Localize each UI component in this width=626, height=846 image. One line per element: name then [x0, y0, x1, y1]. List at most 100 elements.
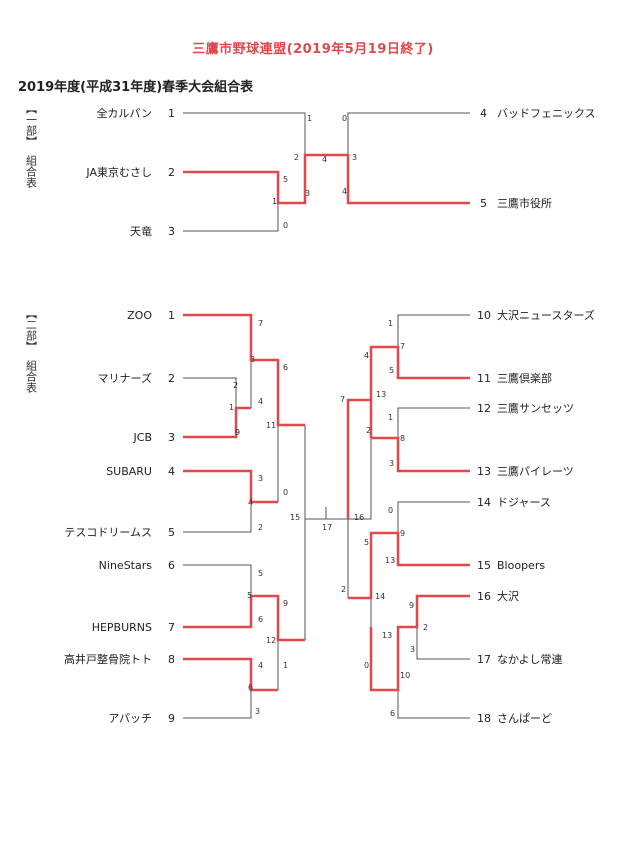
team-name: 大沢ニュースターズ [497, 308, 595, 322]
win-path-right [326, 153, 470, 205]
team-seed: 18 [477, 712, 491, 725]
team-seed: 10 [477, 309, 491, 322]
line-team-apache [183, 690, 252, 719]
team-seed: 16 [477, 590, 491, 603]
team-seed: 2 [168, 372, 175, 385]
line-team-ninestars [183, 564, 252, 596]
score-label: 7 [400, 342, 405, 351]
team-name: SUBARU [106, 465, 152, 478]
score-label: 1 [388, 319, 393, 328]
team-seed: 5 [480, 197, 487, 210]
score-label: 4 [322, 155, 327, 164]
division2-label: 【二部】 組合表 [22, 308, 40, 393]
win-path-takaido [183, 657, 278, 692]
team-seed: 15 [477, 559, 491, 572]
score-label: 13 [376, 390, 386, 399]
team-name: ドジャース [497, 496, 551, 509]
line-team-dodgers [397, 501, 470, 533]
division1-bracket-label: 【一部】 [24, 103, 38, 147]
team-name: バッドフェニックス [497, 107, 596, 120]
division1-group-label: 組合表 [24, 155, 38, 188]
score-label: 11 [266, 421, 276, 430]
score-label: 3 [255, 707, 260, 716]
team-name: 全カルパン [96, 106, 152, 120]
team-seed: 13 [477, 465, 491, 478]
bracket-win-lines [183, 153, 470, 692]
score-label: 4 [258, 661, 263, 670]
win-path-mitaka-club [369, 345, 470, 438]
team-seed: 4 [168, 465, 175, 478]
bracket-lines [183, 112, 470, 719]
division2-group-label: 組合表 [24, 360, 38, 393]
team-seed: 17 [477, 653, 491, 666]
line-team3 [183, 203, 279, 232]
line-team1 [183, 112, 306, 155]
page-title: 三鷹市野球連盟(2019年5月19日終了) [192, 42, 434, 57]
line-team4 [347, 112, 470, 155]
score-label: 0 [364, 661, 369, 670]
score-label: 4 [364, 351, 369, 360]
score-label: 2 [366, 426, 371, 435]
score-label: 2 [258, 523, 263, 532]
score-label: 9 [283, 599, 288, 608]
line-team-marinas [183, 377, 237, 408]
team-name: アパッチ [108, 712, 152, 725]
final-score: 17 [322, 523, 332, 532]
win-path-osawa [369, 594, 470, 692]
score-label: 2 [294, 153, 299, 162]
score-label: 0 [388, 506, 393, 515]
team-seed: 3 [168, 225, 175, 238]
score-label: 3 [389, 459, 394, 468]
win-path-hepburns [183, 594, 305, 642]
win-path-subaru [183, 469, 278, 504]
score-label: 2 [423, 623, 428, 632]
score-label: 9 [409, 601, 414, 610]
team-name: ZOO [127, 309, 152, 322]
score-label: 4 [248, 498, 253, 507]
team-name: JA東京むさし [85, 165, 152, 179]
score-label: 3 [305, 189, 310, 198]
team-name: HEPBURNS [92, 621, 152, 634]
score-label: 1 [229, 403, 234, 412]
win-path-bloopers [348, 531, 470, 600]
team-name: NineStars [99, 559, 153, 572]
division1-label: 【一部】 組合表 [22, 103, 40, 188]
team-seed: 14 [477, 496, 491, 509]
team-name: さんぱーど [497, 712, 552, 725]
team-name: なかよし常連 [497, 652, 562, 666]
team-seed: 1 [168, 309, 175, 322]
win-path-pirates [371, 436, 470, 473]
score-label: 5 [283, 175, 288, 184]
score-label: 9 [400, 529, 405, 538]
score-label: 8 [400, 434, 405, 443]
score-label: 12 [266, 636, 276, 645]
score-label: 5 [258, 569, 263, 578]
score-label: 14 [375, 592, 385, 601]
score-label: 10 [400, 671, 410, 680]
team-seed: 3 [168, 431, 175, 444]
team-seed: 11 [477, 372, 491, 385]
score-label: 13 [382, 631, 392, 640]
score-label: 1 [283, 661, 288, 670]
win-path-zoo [183, 313, 305, 427]
score-label: 3 [250, 355, 255, 364]
score-label: 2 [233, 381, 238, 390]
team-seed: 1 [168, 107, 175, 120]
score-label: 3 [352, 153, 357, 162]
score-label: 6 [283, 363, 288, 372]
score-label: 6 [248, 683, 253, 692]
page-subtitle: 2019年度(平成31年度)春季大会組合表 [18, 80, 254, 95]
score-label: 7 [258, 319, 263, 328]
line-team-osawa-ns [397, 314, 470, 347]
score-label: 5 [364, 538, 369, 547]
score-label: 0 [283, 488, 288, 497]
team-name: Bloopers [497, 559, 545, 572]
line-team-sunsets [397, 407, 470, 438]
score-label: 1 [388, 413, 393, 422]
score-label: 7 [340, 395, 345, 404]
team-seed: 5 [168, 526, 175, 539]
team-name: 三鷹パイレーツ [497, 464, 574, 478]
line-team-nakayoshi [416, 627, 470, 660]
